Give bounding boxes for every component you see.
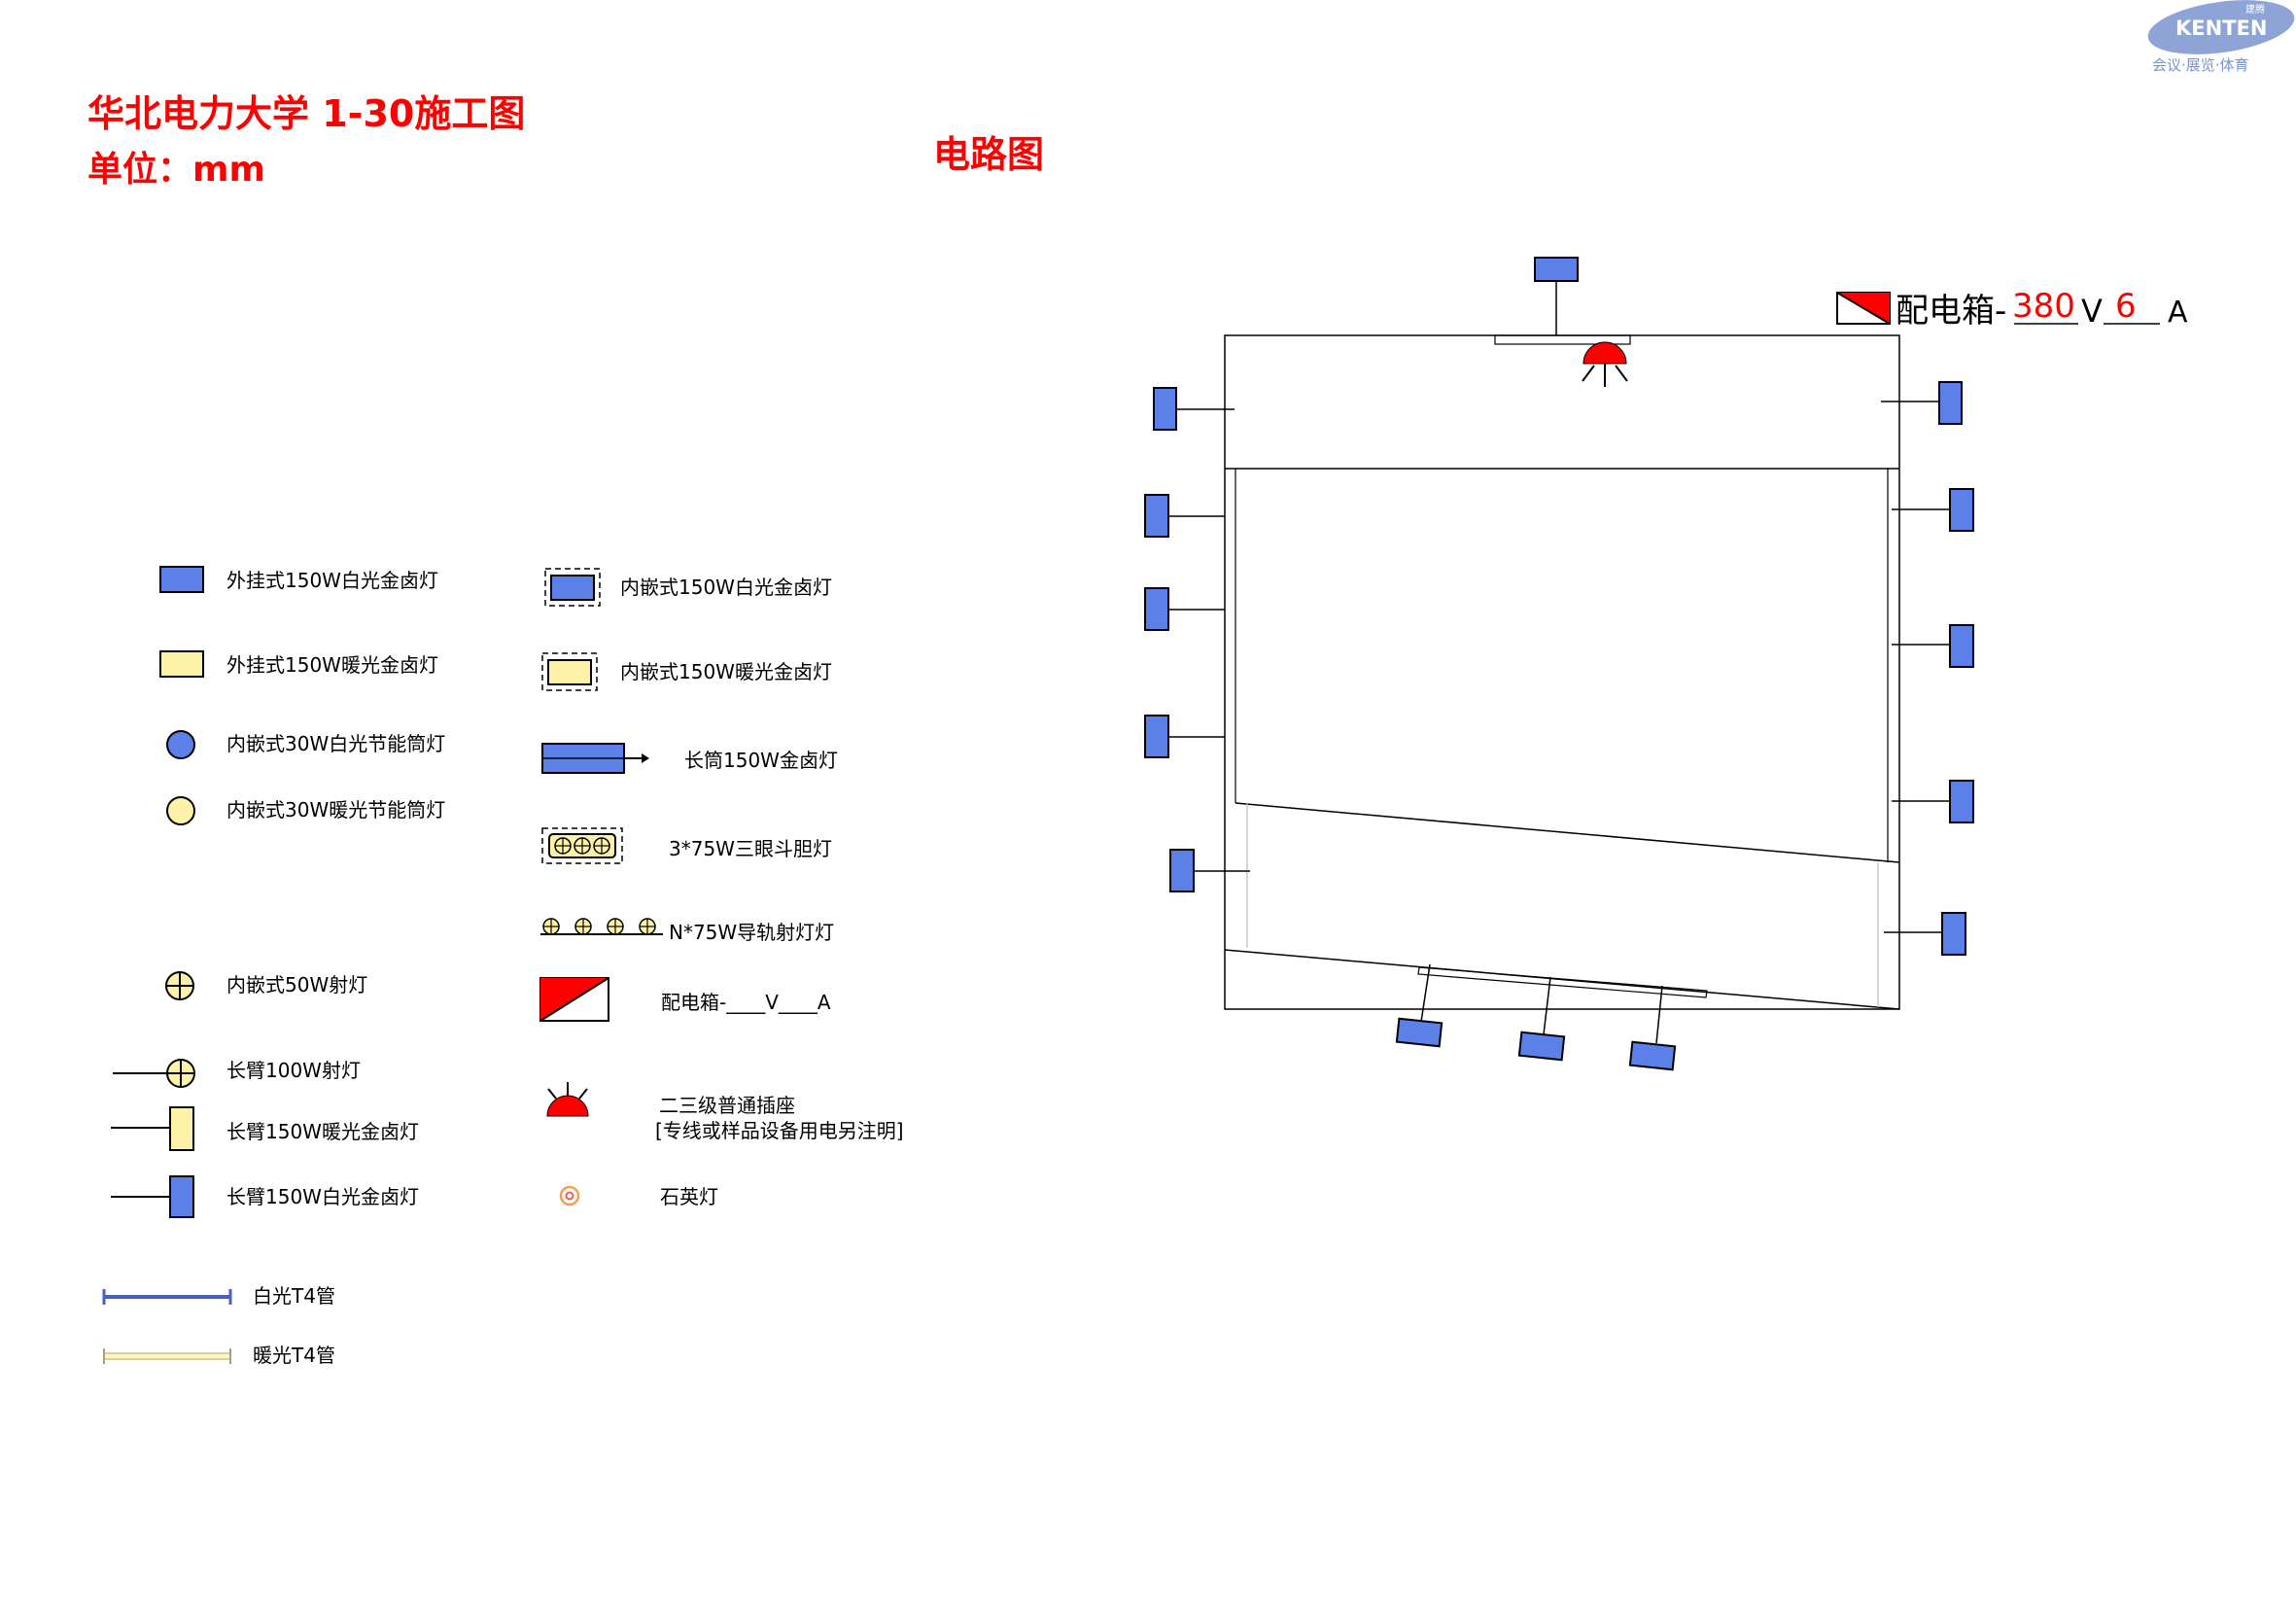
long-tube-halide-icon <box>541 743 649 774</box>
arm-white-halide-icon <box>1169 849 1195 892</box>
socket-icon <box>546 1082 589 1117</box>
embedded-warm-halide-icon <box>541 652 598 691</box>
logo-ellipse <box>2147 0 2295 54</box>
white-halide-icon <box>159 566 204 593</box>
arm-white-halide-icon <box>1941 912 1966 956</box>
arm-white-halide-icon <box>1949 624 1974 668</box>
distribution-box-current-unit: A <box>2168 296 2188 330</box>
legend-label: 石英灯 <box>660 1185 718 1208</box>
distribution-box-voltage-unit: V <box>2081 293 2103 330</box>
arm-white-halide-icon <box>1153 387 1177 431</box>
plan-socket <box>1582 341 1628 387</box>
project-title: 华北电力大学 1-30施工图 <box>87 92 525 135</box>
legend-label: 内嵌式150W暖光金卤灯 <box>620 660 832 683</box>
unit-label: 单位：mm <box>87 150 265 190</box>
arm-white-halide-icon <box>1144 587 1169 631</box>
arm-white-halide-icon <box>1949 780 1974 823</box>
distribution-box-icon <box>539 977 609 1022</box>
legend-label: 外挂式150W白光金卤灯 <box>226 569 438 592</box>
white-downlight-icon <box>166 730 195 759</box>
legend-left: 外挂式150W白光金卤灯 外挂式150W暖光金卤灯 内嵌式30W白光节能筒灯 内… <box>102 566 445 1367</box>
arm-white-halide-icon <box>1628 1040 1677 1071</box>
legend-label-note: [专线或样品设备用电另注明] <box>655 1119 904 1142</box>
triple-lamp-icon <box>541 827 623 864</box>
arm-white-halide-icon <box>1534 257 1579 282</box>
distribution-box-voltage: 380 <box>2012 287 2075 326</box>
t4-white-icon <box>102 1289 232 1305</box>
legend-right: 内嵌式150W白光金卤灯 内嵌式150W暖光金卤灯 长筒150W金卤灯 <box>539 568 904 1208</box>
kenten-logo: KENTEN 建腾 会议·展览·体育 <box>2147 0 2295 74</box>
t4-warm-icon <box>103 1348 231 1364</box>
logo-tagline: 会议·展览·体育 <box>2152 56 2249 74</box>
distribution-box-label: 配电箱- 380 V 6 A <box>1836 287 2188 331</box>
logo-brand: KENTEN <box>2175 17 2267 40</box>
distribution-box-prefix: 配电箱- <box>1896 292 2006 331</box>
distribution-box-current: 6 <box>2115 287 2137 326</box>
legend-label: 白光T4管 <box>253 1284 335 1308</box>
diagram-title: 电路图 <box>933 133 1044 176</box>
plan-lamps <box>1144 257 1974 1071</box>
legend-label: 3*75W三眼斗胆灯 <box>669 837 832 860</box>
legend-label: 暖光T4管 <box>253 1344 335 1367</box>
legend-label: 长臂100W射灯 <box>226 1059 361 1082</box>
legend-label: 内嵌式50W射灯 <box>226 973 367 996</box>
legend-label: 长臂150W白光金卤灯 <box>226 1185 419 1208</box>
arm-white-halide-icon <box>1938 381 1963 425</box>
legend-label: 长筒150W金卤灯 <box>684 749 838 772</box>
arm-white-halide-icon <box>1395 1017 1444 1048</box>
booth-outline <box>1224 334 1900 1010</box>
legend-label: N*75W导轨射灯灯 <box>669 921 834 944</box>
warm-halide-icon <box>159 650 204 678</box>
arm-white-halide-icon <box>1517 1031 1566 1062</box>
arm-white-halide-icon <box>1949 488 1974 532</box>
arm-white-halide-icon <box>1144 494 1169 538</box>
arm-warm-halide-icon <box>111 1106 194 1151</box>
embedded-white-halide-icon <box>544 568 601 607</box>
warm-downlight-icon <box>166 796 195 825</box>
legend-label: 配电箱-____V____A <box>661 991 831 1014</box>
legend-label: 长臂150W暖光金卤灯 <box>226 1120 419 1143</box>
legend-label: 内嵌式30W暖光节能筒灯 <box>226 798 445 821</box>
legend-label: 内嵌式30W白光节能筒灯 <box>226 732 445 755</box>
arm-white-halide-icon <box>111 1175 194 1218</box>
legend-label: 内嵌式150W白光金卤灯 <box>620 576 832 599</box>
legend-label: 二三级普通插座 <box>659 1094 795 1117</box>
legend-label: 外挂式150W暖光金卤灯 <box>226 653 438 677</box>
arm-white-halide-icon <box>1144 715 1169 758</box>
track-spotlight-icon <box>540 918 663 935</box>
arm-spotlight-icon <box>113 1059 195 1088</box>
booth-plan <box>1224 334 1900 1010</box>
logo-small-text: 建腾 <box>2245 3 2265 16</box>
spotlight-icon <box>165 971 194 1000</box>
quartz-lamp-icon <box>559 1185 580 1206</box>
